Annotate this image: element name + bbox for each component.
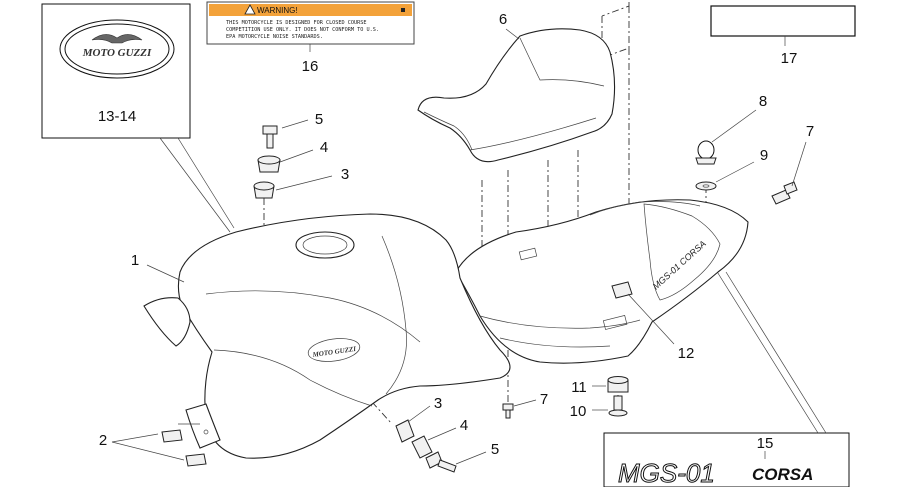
blank-plate: 17 bbox=[710, 5, 856, 67]
screw-7-upper: 7 bbox=[771, 123, 814, 205]
logo-text: MOTO GUZZI bbox=[82, 47, 152, 59]
bolt-5-upper bbox=[262, 125, 278, 149]
warning-triangle-icon bbox=[244, 4, 256, 15]
clip-12: 12 bbox=[611, 281, 695, 362]
label-1: 1 bbox=[131, 252, 139, 269]
decal-variant-text: CORSA bbox=[752, 465, 813, 484]
screw-7-lower: 7 bbox=[502, 391, 548, 419]
warning-decal: WARNING! THIS MOTORCYCLE IS DESIGNED FOR… bbox=[206, 1, 415, 75]
warning-line-3: EPA MOTORCYCLE NOISE STANDARDS. bbox=[226, 34, 323, 40]
label-2: 2 bbox=[99, 432, 107, 449]
warning-heading: WARNING! bbox=[257, 6, 298, 15]
label-5-lower: 5 bbox=[491, 441, 499, 458]
rubber-4-upper bbox=[257, 155, 281, 173]
inset-decal-box: 15 MGS-01 CORSA bbox=[603, 269, 850, 487]
label-3-lower: 3 bbox=[434, 395, 442, 412]
decal-model-text: MGS-01 bbox=[618, 458, 715, 487]
label-3-upper: 3 bbox=[341, 166, 349, 183]
lower-mount-hardware: 3 4 5 bbox=[395, 395, 499, 473]
label-12: 12 bbox=[678, 345, 695, 362]
label-4-upper: 4 bbox=[320, 139, 328, 156]
eagle-icon bbox=[91, 34, 143, 44]
label-17: 17 bbox=[781, 50, 798, 67]
label-5-upper: 5 bbox=[315, 111, 323, 128]
bush-3-upper bbox=[253, 181, 275, 199]
label-10: 10 bbox=[570, 403, 587, 420]
label-8: 8 bbox=[759, 93, 767, 110]
spacer-11: 11 bbox=[571, 376, 629, 396]
seat: 6 bbox=[417, 11, 616, 163]
tail-fairing: MGS-01 CORSA bbox=[455, 199, 749, 364]
warning-header-bar bbox=[209, 4, 412, 16]
label-9: 9 bbox=[760, 147, 768, 164]
inset-logo-box: MOTO GUZZI 13-14 bbox=[41, 3, 235, 233]
rubber-4-lower bbox=[411, 435, 433, 459]
upper-mount-hardware: 5 4 3 bbox=[253, 111, 349, 199]
warning-line-2: COMPETITION USE ONLY. IT DOES NOT CONFOR… bbox=[226, 27, 379, 33]
label-4-lower: 4 bbox=[460, 417, 468, 434]
bolt-5-lower bbox=[425, 451, 457, 473]
label-7-lower: 7 bbox=[540, 391, 548, 408]
fuel-tank: MOTO GUZZI 1 bbox=[131, 213, 511, 459]
ring-8: 8 bbox=[695, 93, 767, 165]
label-11: 11 bbox=[571, 379, 587, 396]
label-7-upper: 7 bbox=[806, 123, 814, 140]
washer-9: 9 bbox=[695, 147, 768, 191]
warning-line-1: THIS MOTORCYCLE IS DESIGNED FOR CLOSED C… bbox=[226, 20, 367, 26]
bush-3-lower bbox=[395, 419, 415, 443]
screw-10: 10 bbox=[570, 395, 628, 420]
clips-2: 2 bbox=[99, 429, 207, 467]
label-6: 6 bbox=[499, 11, 507, 28]
label-13-14: 13-14 bbox=[98, 108, 136, 125]
label-16: 16 bbox=[302, 58, 319, 75]
label-15: 15 bbox=[757, 435, 774, 452]
